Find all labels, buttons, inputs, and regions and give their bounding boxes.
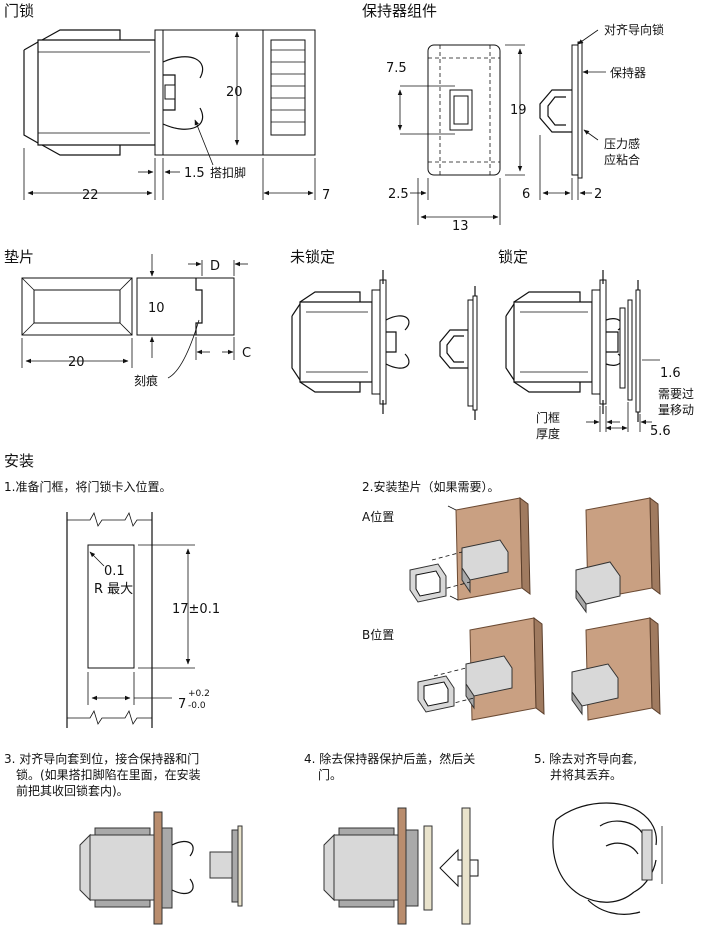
label-overtravel-1: 需要过 [658,387,694,401]
cutout-drawing [66,511,195,728]
dim-retainer-2-5: 2.5 [388,187,409,202]
cutout-tol-plus: +0.2 [188,689,210,699]
section-retainer-assembly: 保持器组件 [362,2,437,20]
step-5-line-1: 5. 除去对齐导向套, [534,751,637,766]
dim-door-lock-tab: 1.5 [184,166,205,181]
section-unlocked: 未锁定 [290,248,335,266]
illustration-step-3 [79,811,243,925]
dim-locked-1-6: 1.6 [660,366,681,381]
cutout-height-dim: 17±0.1 [172,602,220,617]
unlocked-drawing [291,270,478,420]
label-frame-thickness-2: 厚度 [536,426,560,441]
retainer-drawing [397,29,606,225]
illustration-step-4 [323,807,479,925]
dim-retainer-2: 2 [594,187,602,202]
dim-retainer-7-5: 7.5 [386,61,407,76]
door-lock-drawing [23,29,316,200]
step-4-line-2: 门。 [318,767,342,782]
step-1-text: 1.准备门框，将门锁卡入位置。 [4,479,171,494]
dim-shim-c: C [242,346,251,361]
dim-shim-d: D [210,259,220,274]
illustration-position-a-2 [575,496,661,614]
dim-retainer-6: 6 [522,187,530,202]
step-2-text: 2.安装垫片（如果需要）。 [362,479,499,494]
cutout-tol-minus: -0.0 [188,701,206,711]
section-locked: 锁定 [498,248,528,266]
step-3-line-3: 前把其收回锁套内)。 [16,783,129,798]
position-a-label: A位置 [362,509,394,524]
label-alignment-guide: 对齐导向锁 [604,22,664,37]
dim-door-lock-end: 7 [322,188,330,203]
position-b-label: B位置 [362,627,394,642]
locked-drawing [505,270,660,432]
illustration-position-a-1 [409,496,531,603]
dim-door-lock-height: 20 [226,85,243,100]
section-shim: 垫片 [4,248,34,266]
section-install: 安装 [4,452,34,470]
dim-retainer-19: 19 [510,103,527,118]
dim-door-lock-length: 22 [82,188,99,203]
step-3-line-2: 锁。(如果搭扣脚陷在里面，在安装 [16,767,201,782]
illustration-position-b-2 [571,616,661,721]
step-4-line-1: 4. 除去保持器保护后盖，然后关 [304,751,475,766]
label-adhesive-1: 压力感 [604,136,640,151]
step-5-line-2: 并将其丢弃。 [550,767,622,782]
section-door-lock: 门锁 [4,2,34,20]
label-overtravel-2: 量移动 [658,403,694,417]
cutout-width-dim: 7 [178,697,186,712]
dim-locked-5-6: 5.6 [650,424,671,439]
label-latch-tab: 搭扣脚 [210,165,246,180]
step-3-line-1: 3. 对齐导向套到位，接合保持器和门 [4,751,199,766]
illustration-step-5-hand [552,802,663,915]
dim-shim-10: 10 [148,301,165,316]
label-score-mark: 刻痕 [134,373,158,388]
cutout-radius-label: R 最大 [94,582,133,597]
label-retainer: 保持器 [610,65,646,80]
dim-retainer-13: 13 [452,219,469,234]
shim-drawing [21,254,248,379]
label-frame-thickness-1: 门框 [536,410,560,425]
dim-shim-20: 20 [68,355,85,370]
label-adhesive-2: 应粘合 [604,152,640,167]
illustration-position-b-1 [417,616,545,721]
cutout-radius-value: 0.1 [104,564,125,579]
